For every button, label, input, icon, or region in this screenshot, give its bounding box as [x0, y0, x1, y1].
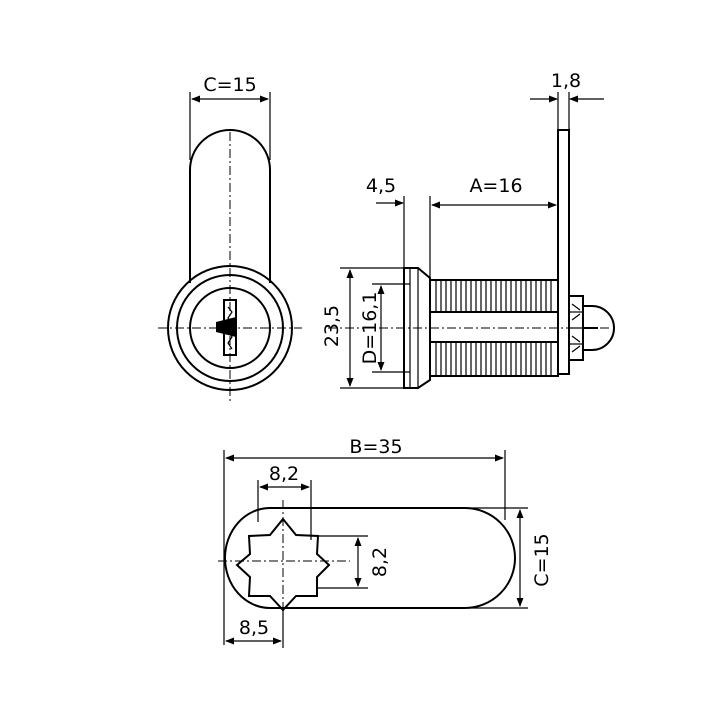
- dimension-c-top: C=15: [189, 74, 271, 160]
- dimension-1-8: 1,8: [530, 70, 604, 130]
- dimension-a-16: A=16: [429, 175, 557, 278]
- dimension-d-16-1: D=16,1: [359, 283, 410, 373]
- label-8-5: 8,5: [239, 617, 269, 639]
- label-23-5: 23,5: [321, 305, 343, 347]
- label-c-right: C=15: [531, 533, 553, 586]
- dimension-c-right: C=15: [468, 507, 553, 609]
- label-8-2-vertical: 8,2: [369, 547, 391, 577]
- front-view: C=15: [158, 74, 302, 402]
- label-d-16-1: D=16,1: [359, 292, 381, 365]
- dimension-b-35: B=35: [223, 436, 506, 645]
- front-cam-outline: [189, 129, 271, 283]
- dimension-8-5: 8,5: [225, 610, 284, 648]
- cam-body: [224, 507, 516, 609]
- thread-hatch-top: [435, 280, 552, 312]
- cam-view: B=35 8,2 8,2 C=15: [218, 436, 553, 648]
- thread-hatch-bottom: [435, 342, 552, 376]
- cam-plate: [557, 129, 570, 375]
- side-view: 1,8 4,5 A=16 23,5: [321, 70, 615, 389]
- label-c-top: C=15: [203, 74, 256, 96]
- label-1-8: 1,8: [551, 70, 581, 92]
- label-4-5: 4,5: [366, 175, 396, 197]
- dimension-4-5: 4,5: [366, 175, 405, 268]
- label-a-16: A=16: [469, 175, 522, 197]
- dimension-8-2-vertical: 8,2: [318, 535, 391, 589]
- dimension-23-5: 23,5: [321, 267, 404, 389]
- dimension-8-2-horizontal: 8,2: [257, 463, 312, 540]
- label-8-2-horizontal: 8,2: [269, 463, 299, 485]
- label-b-35: B=35: [349, 436, 402, 458]
